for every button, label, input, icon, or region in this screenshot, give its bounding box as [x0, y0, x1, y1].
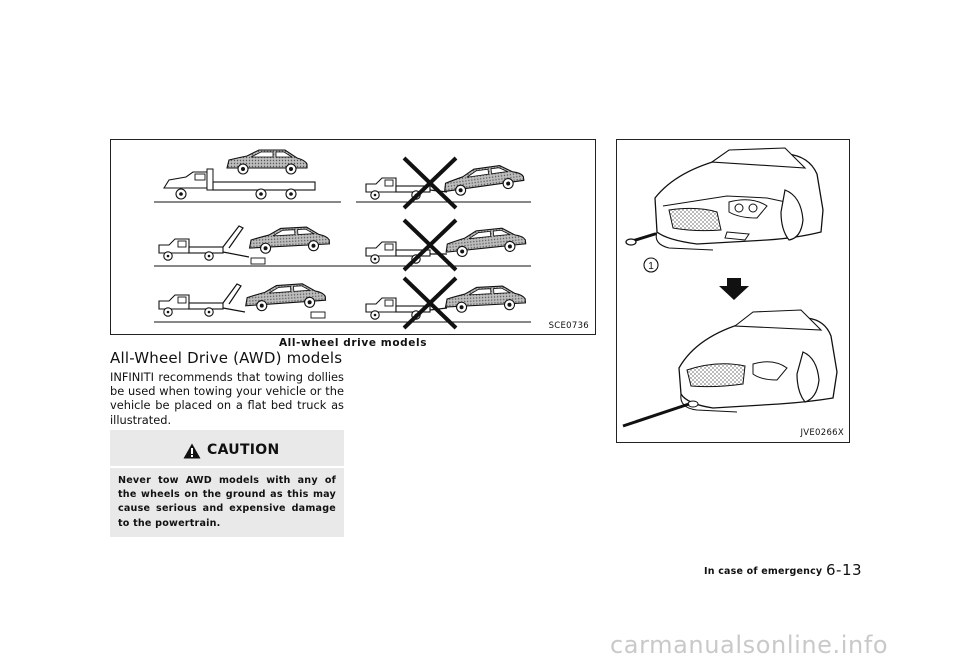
callout-number: 1	[648, 261, 654, 272]
caution-title: CAUTION	[207, 442, 280, 458]
watermark: carmanualsonline.info	[610, 631, 889, 659]
footer-section-name: In case of emergency	[704, 566, 823, 577]
page-number: 6-13	[826, 561, 863, 579]
towing-illustration	[154, 149, 531, 330]
arrow-down-icon	[719, 278, 749, 300]
tow-hook-illustration: 1	[622, 147, 838, 428]
body-paragraph: INFINITI recommends that towing dollies …	[110, 370, 344, 427]
warning-triangle-icon	[183, 443, 201, 459]
figure-caption: All-wheel drive models	[278, 337, 428, 349]
car-front-upper	[654, 147, 824, 251]
car-front-lower	[678, 309, 838, 413]
caution-divider	[110, 466, 344, 468]
towing-methods-figure: SCE0736	[110, 139, 596, 335]
caution-header: CAUTION	[110, 430, 344, 464]
figure-code: JVE0266X	[800, 428, 844, 438]
tow-hook-figure: 1 JVE0266X	[616, 139, 850, 443]
caution-box: CAUTION Never tow AWD models with any of…	[110, 430, 344, 537]
wheel-lift-tow-incorrect-3	[356, 276, 531, 330]
wheel-lift-tow-incorrect-1	[356, 156, 531, 210]
section-heading: All-Wheel Drive (AWD) models	[110, 349, 343, 367]
wheel-lift-tow-incorrect-2	[356, 218, 531, 272]
caution-text: Never tow AWD models with any of the whe…	[118, 475, 336, 529]
tow-hook: 1	[625, 232, 659, 273]
dolly-tow-rear	[154, 281, 356, 323]
figure-code: SCE0736	[548, 321, 589, 331]
flatbed-truck	[154, 149, 341, 203]
dolly-tow-front	[154, 225, 356, 267]
